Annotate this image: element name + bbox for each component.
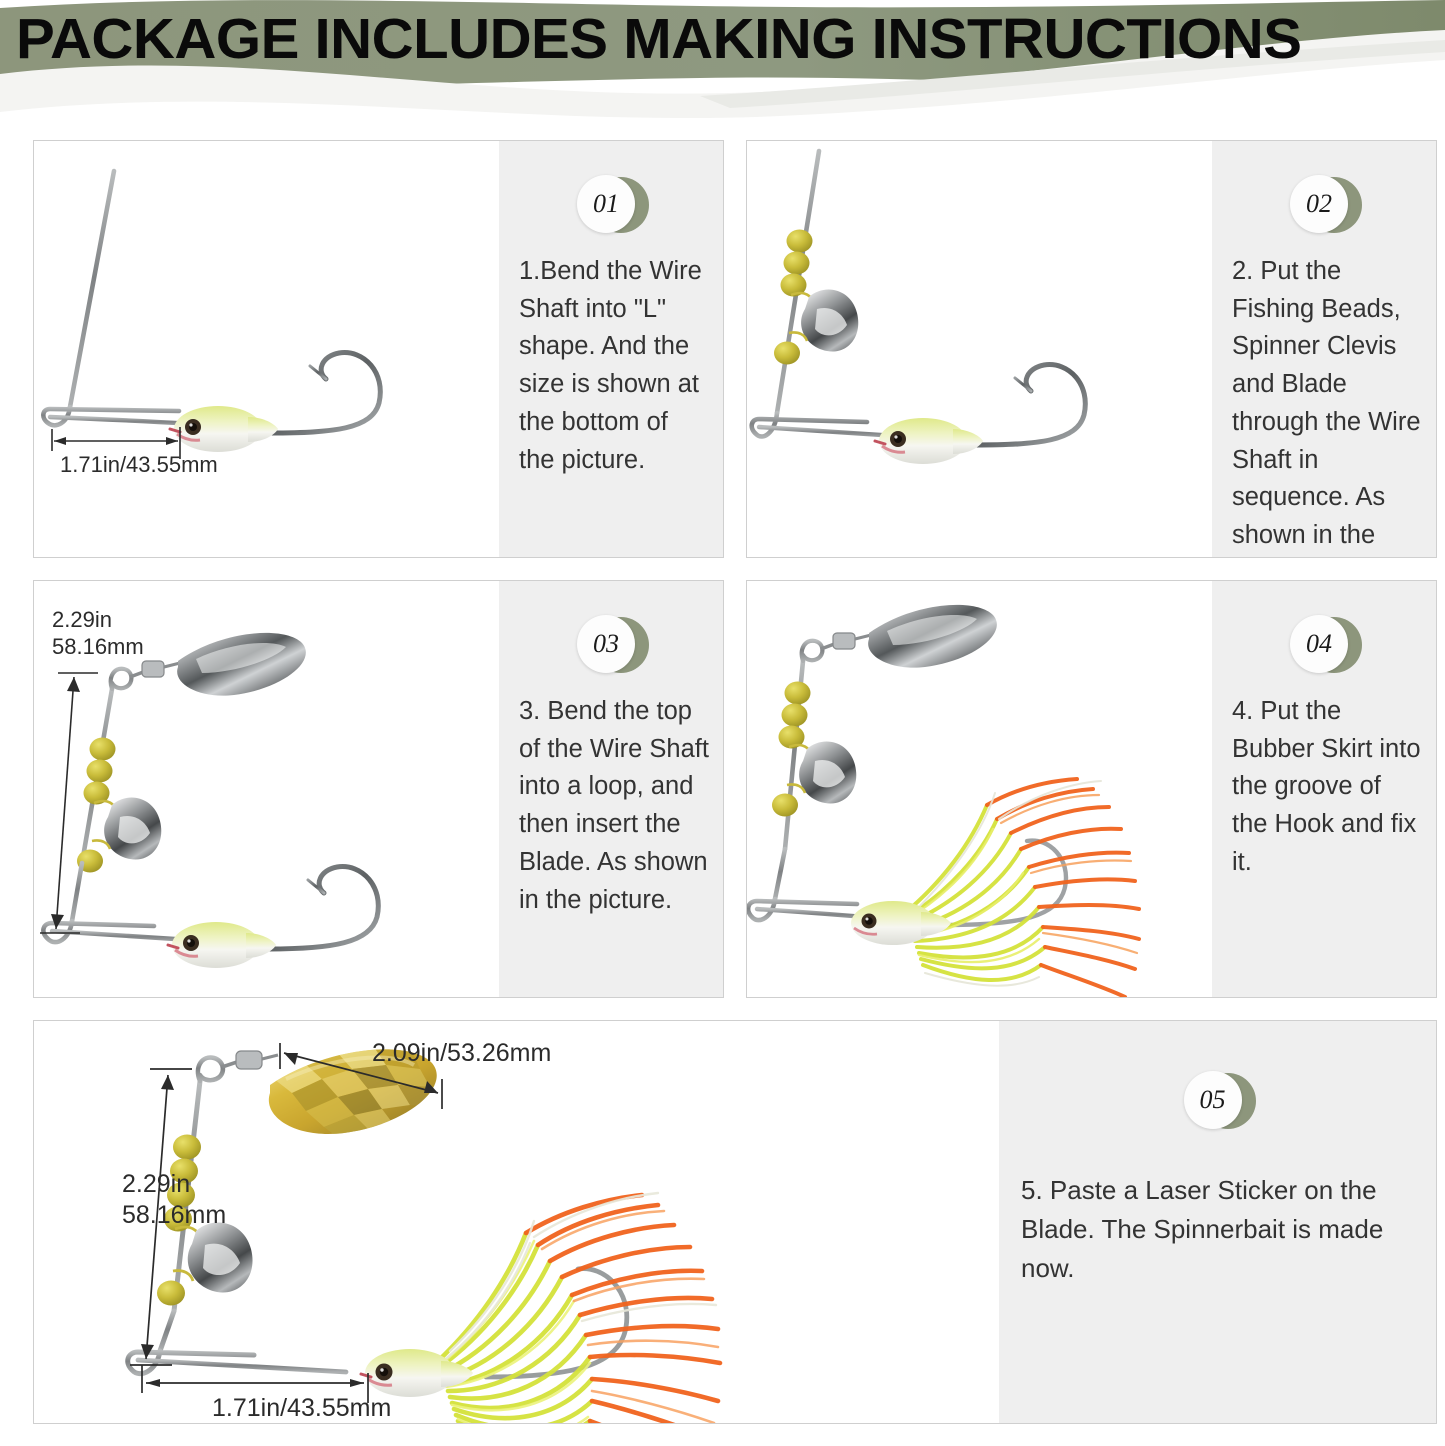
lure-stage-3-graphic	[40, 632, 381, 968]
lure-stage-1-graphic	[41, 168, 383, 459]
step-description: 2. Put the Fishing Beads, Spinner Clevis…	[1232, 257, 1421, 550]
page-header: PACKAGE INCLUDES MAKING INSTRUCTIONS	[0, 0, 1445, 132]
instruction-row-1: 1.71in/43.55mm 01 1.Bend the Wire Shaft …	[33, 140, 1437, 558]
badge-disc	[577, 175, 635, 233]
dimension-label-length: 1.71in/43.55mm	[60, 452, 218, 477]
step-3-text-panel: 03 3. Bend the top of the Wire Shaft int…	[499, 581, 723, 997]
instruction-row-2: 2.29in 58.16mm 03 3. Bend the top of the…	[33, 580, 1437, 998]
step-badge-3: 03	[573, 615, 649, 675]
dimension-label-height: 2.29in 58.16mm	[52, 607, 144, 659]
step-number: 02	[1306, 189, 1332, 218]
page-title: PACKAGE INCLUDES MAKING INSTRUCTIONS	[16, 7, 1302, 71]
step-panel-4: 04 4. Put the Bubber Skirt into the groo…	[746, 580, 1437, 998]
step-4-text-panel: 04 4. Put the Bubber Skirt into the groo…	[1212, 581, 1436, 997]
step-4-illustration	[747, 581, 1212, 997]
badge-disc	[1290, 175, 1348, 233]
instruction-row-3: 2.09in/53.26mm 2.29in 58.16mm 1.71in/43.…	[33, 1020, 1437, 1424]
badge-disc	[577, 615, 635, 673]
step-description: 3. Bend the top of the Wire Shaft into a…	[519, 697, 709, 914]
step-description: 4. Put the Bubber Skirt into the groove …	[1232, 697, 1421, 876]
step-2-text-panel: 02 2. Put the Fishing Beads, Spinner Cle…	[1212, 141, 1436, 557]
dimension-label-blade-length: 2.09in/53.26mm	[372, 1039, 552, 1067]
step-description: 1.Bend the Wire Shaft into "L" shape. An…	[519, 257, 702, 474]
badge-disc	[1290, 615, 1348, 673]
step-number: 05	[1199, 1085, 1226, 1114]
lure-stage-2-graphic	[749, 148, 1088, 464]
lure-stage-5-graphic	[125, 1043, 723, 1423]
step-1-illustration: 1.71in/43.55mm	[34, 141, 499, 557]
dimension-label-shaft-length: 1.71in/43.55mm	[212, 1394, 392, 1422]
step-number: 04	[1306, 629, 1332, 658]
dimension-label-height: 2.29in 58.16mm	[122, 1170, 227, 1229]
step-number: 01	[593, 189, 619, 218]
step-badge-1: 01	[573, 175, 649, 235]
step-panel-1: 1.71in/43.55mm 01 1.Bend the Wire Shaft …	[33, 140, 724, 558]
step-3-illustration: 2.29in 58.16mm	[34, 581, 499, 997]
step-description: 5. Paste a Laser Sticker on the Blade. T…	[1021, 1175, 1384, 1283]
step-1-text-panel: 01 1.Bend the Wire Shaft into "L" shape.…	[499, 141, 723, 557]
instructions-grid: 1.71in/43.55mm 01 1.Bend the Wire Shaft …	[33, 140, 1437, 1446]
step-2-illustration	[747, 141, 1212, 557]
badge-disc	[1183, 1071, 1242, 1129]
header-wave-graphic	[0, 0, 1445, 132]
step-badge-5: 05	[1180, 1071, 1256, 1131]
step-panel-5: 2.09in/53.26mm 2.29in 58.16mm 1.71in/43.…	[33, 1020, 1437, 1424]
step-number: 03	[593, 629, 619, 658]
step-badge-2: 02	[1286, 175, 1362, 235]
step-panel-3: 2.29in 58.16mm 03 3. Bend the top of the…	[33, 580, 724, 998]
step-badge-4: 04	[1286, 615, 1362, 675]
step-5-text-panel: 05 5. Paste a Laser Sticker on the Blade…	[999, 1021, 1436, 1423]
step-5-illustration: 2.09in/53.26mm 2.29in 58.16mm 1.71in/43.…	[34, 1021, 999, 1423]
lure-stage-4-graphic	[747, 604, 1141, 997]
step-panel-2: 02 2. Put the Fishing Beads, Spinner Cle…	[746, 140, 1437, 558]
